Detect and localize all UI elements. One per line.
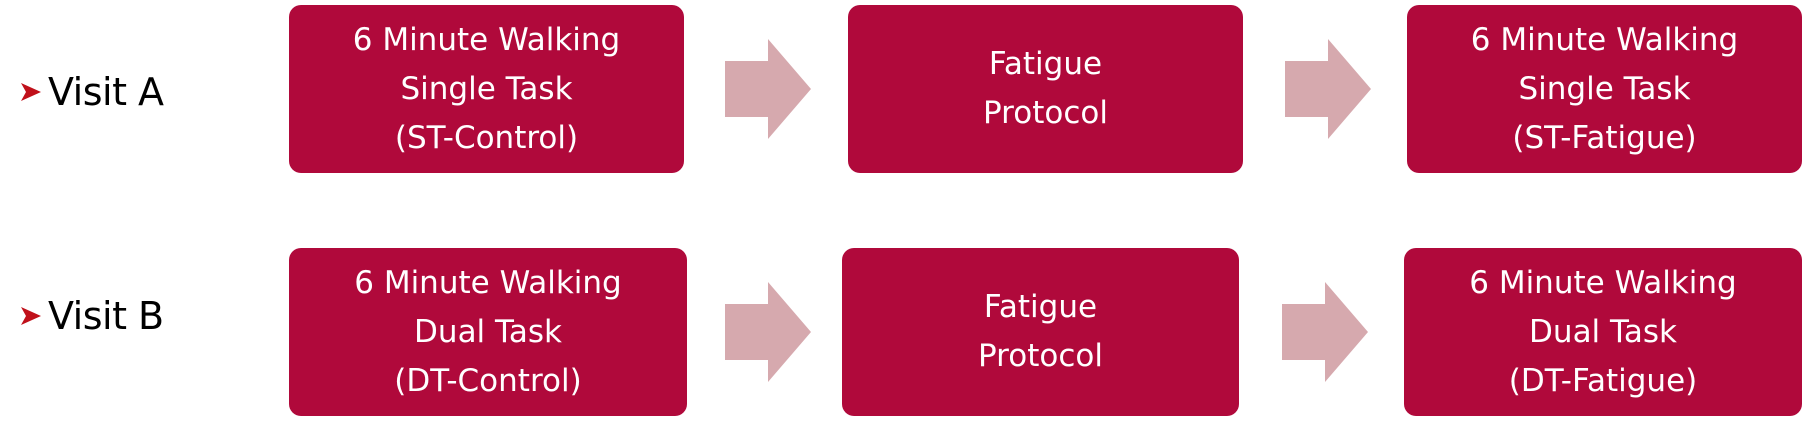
visit-a-step-1-line-3: (ST-Control) xyxy=(394,119,579,156)
visit-b-arrow-2-icon xyxy=(1282,282,1368,382)
visit-b-step-2-box: Fatigue Protocol xyxy=(842,248,1239,416)
visit-b-step-3-line-2: Dual Task xyxy=(1529,313,1677,350)
visit-a-arrow-2-icon xyxy=(1285,39,1371,139)
visit-b-step-1-line-1: 6 Minute Walking xyxy=(354,264,622,301)
visit-b-text: Visit B xyxy=(48,294,164,338)
visit-a-step-3-line-2: Single Task xyxy=(1518,70,1691,107)
visit-b-step-1-line-2: Dual Task xyxy=(414,313,562,350)
visit-a-step-3-box: 6 Minute Walking Single Task (ST-Fatigue… xyxy=(1407,5,1802,173)
visit-b-arrow-1-icon xyxy=(725,282,811,382)
visit-a-step-3-line-3: (ST-Fatigue) xyxy=(1512,119,1697,156)
visit-b-step-1-box: 6 Minute Walking Dual Task (DT-Control) xyxy=(289,248,687,416)
visit-b-step-3-line-3: (DT-Fatigue) xyxy=(1508,362,1698,399)
visit-a-step-3-line-1: 6 Minute Walking xyxy=(1470,21,1739,58)
visit-b-step-3-line-1: 6 Minute Walking xyxy=(1469,264,1737,301)
visit-a-arrow-1-icon xyxy=(725,39,811,139)
visit-a-step-2-line-1: Fatigue xyxy=(988,46,1103,82)
visit-a-step-1-line-1: 6 Minute Walking xyxy=(352,21,621,58)
visit-a-text: Visit A xyxy=(48,70,164,114)
visit-a-label: Visit A xyxy=(20,62,164,122)
visit-a-step-1-box: 6 Minute Walking Single Task (ST-Control… xyxy=(289,5,684,173)
visit-a-step-2-box: Fatigue Protocol xyxy=(848,5,1243,173)
arrowhead-bullet-icon xyxy=(21,307,41,325)
visit-b-step-2-line-2: Protocol xyxy=(978,338,1103,374)
visit-a-step-2-line-2: Protocol xyxy=(983,95,1108,131)
visit-b-step-3-box: 6 Minute Walking Dual Task (DT-Fatigue) xyxy=(1404,248,1802,416)
visit-b-step-1-line-3: (DT-Control) xyxy=(394,362,582,399)
visit-b-label: Visit B xyxy=(20,286,164,346)
visit-b-step-2-line-1: Fatigue xyxy=(983,289,1098,325)
visit-a-step-1-line-2: Single Task xyxy=(400,70,573,107)
arrowhead-bullet-icon xyxy=(21,83,41,101)
